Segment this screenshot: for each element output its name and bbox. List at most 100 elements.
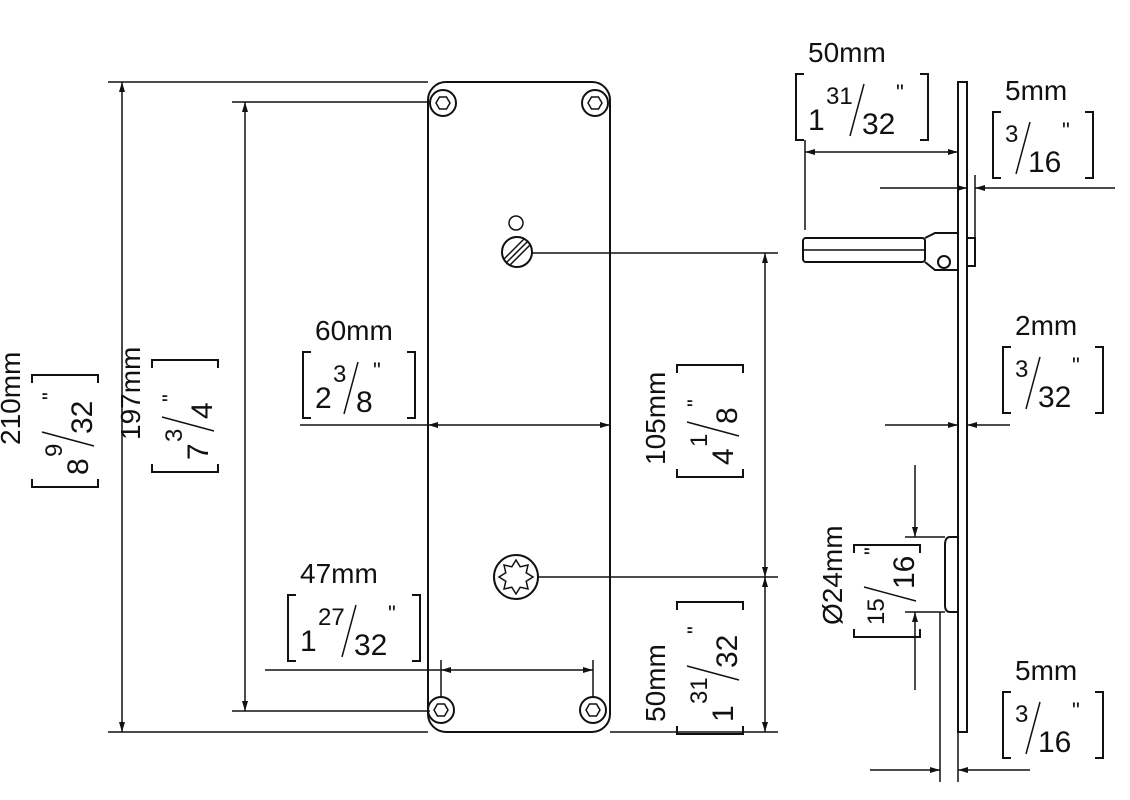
fraction-denominator: 8 (711, 407, 744, 424)
bracket-left (676, 469, 744, 478)
dimension-mm: 5mm (1015, 655, 1077, 686)
fraction-denominator: 32 (711, 635, 744, 668)
dimension-lines-front (108, 81, 778, 733)
bracket-right (853, 544, 921, 553)
fraction-slash (686, 421, 740, 437)
fraction-denominator: 32 (1038, 381, 1071, 414)
bracket-left (1002, 346, 1011, 414)
bracket-left (676, 726, 744, 735)
dimension-label-hole-spacing-h: 47mm 127 32" (287, 558, 421, 662)
bracket-left (151, 464, 219, 473)
dimension-label-width: 60mm 238" (302, 315, 416, 419)
bracket-left (31, 479, 99, 488)
fraction-denominator: 32 (354, 629, 387, 662)
dimension-label-center-distance: 105mm 41 8" (640, 364, 744, 478)
inch-mark: " (1072, 353, 1080, 378)
bracket-right (1085, 111, 1094, 179)
dimension-mm: 50mm (640, 644, 671, 722)
inch-mark: " (896, 80, 904, 105)
dimension-label-thickness-bottom: 5mm 3 16" (1002, 655, 1104, 759)
fraction-numerator: 27 (318, 604, 345, 631)
fraction-whole: 1 (300, 625, 317, 658)
dimension-mm: 2mm (1015, 310, 1077, 341)
fraction-denominator: 16 (1038, 726, 1071, 759)
screw-hole-icon (427, 696, 455, 724)
fraction-whole: 1 (808, 104, 825, 137)
dimension-mm: 5mm (1005, 75, 1067, 106)
bracket-right (676, 364, 744, 373)
inch-mark: " (388, 601, 396, 626)
screw-hole-icon (579, 696, 607, 724)
fraction-whole: 2 (315, 382, 332, 415)
bracket-right (920, 73, 929, 141)
fraction-numerator: 31 (686, 677, 713, 704)
dimension-label-bottom-offset: 50mm 131 32" (640, 601, 744, 735)
dimension-label-rosette-diameter: Ø24mm 15 16" (817, 525, 921, 638)
fraction-denominator: 16 (888, 556, 921, 589)
bracket-right (407, 351, 416, 419)
dimension-mm: 50mm (808, 37, 886, 68)
fraction-slash (863, 586, 917, 602)
dimension-mm: 60mm (315, 315, 393, 346)
dimension-lines-side (804, 140, 1115, 782)
bracket-left (287, 594, 296, 662)
inch-mark: " (860, 547, 885, 555)
fraction-whole: 4 (707, 448, 740, 465)
slotted-screw-icon (501, 236, 533, 268)
fraction-denominator: 8 (356, 386, 373, 419)
fraction-slash (161, 416, 215, 432)
fraction-slash (1025, 701, 1041, 755)
inch-mark: " (373, 358, 381, 383)
fraction-numerator: 15 (863, 598, 890, 625)
fraction-numerator: 3 (1015, 701, 1028, 728)
bracket-left (853, 629, 921, 638)
fraction-whole: 1 (707, 705, 740, 722)
inch-mark: " (158, 394, 183, 402)
fraction-denominator: 32 (66, 401, 99, 434)
bracket-left (795, 73, 804, 141)
dimension-mm: 210mm (0, 352, 26, 445)
fraction-whole: 7 (182, 443, 215, 460)
dimension-mm: 105mm (640, 372, 671, 465)
fraction-numerator: 31 (826, 83, 853, 110)
bracket-right (31, 374, 99, 383)
bracket-right (1095, 346, 1104, 414)
spindle-icon (802, 232, 976, 271)
bracket-left (1002, 691, 1011, 759)
screw-hole-icon (581, 89, 609, 117)
fraction-denominator: 16 (1028, 146, 1061, 179)
dimension-labels: 210mm8932"197mm734"60mm238"47mm12732"105… (0, 37, 1104, 759)
fraction-denominator: 4 (186, 402, 219, 419)
bracket-right (676, 601, 744, 610)
fraction-numerator: 3 (161, 429, 188, 442)
fraction-slash (686, 665, 740, 681)
fraction-numerator: 3 (1005, 121, 1018, 148)
fraction-slash (1015, 121, 1031, 175)
inch-mark: " (683, 399, 708, 407)
inch-mark: " (683, 626, 708, 634)
fraction-numerator: 1 (686, 434, 713, 447)
bracket-left (302, 351, 311, 419)
rosette-star-icon (493, 554, 539, 600)
rosette-profile (944, 536, 958, 613)
front-plate (427, 81, 611, 733)
fraction-slash (1025, 356, 1041, 410)
inch-mark: " (1062, 118, 1070, 143)
fraction-slash (849, 83, 865, 137)
dimension-label-hole-spacing-v: 197mm 73 4" (115, 347, 219, 473)
indicator-hole-icon (508, 215, 524, 231)
fraction-slash (41, 431, 95, 447)
bracket-left (992, 111, 1001, 179)
fraction-numerator: 3 (333, 361, 346, 388)
dimension-mm: 47mm (300, 558, 378, 589)
dimension-mm: 197mm (115, 347, 146, 440)
fraction-numerator: 9 (41, 444, 68, 457)
inch-mark: " (1072, 698, 1080, 723)
fraction-slash (343, 361, 359, 415)
dimension-label-thickness-top: 5mm 3 16" (992, 75, 1094, 179)
side-view (802, 81, 976, 733)
dimension-mm: Ø24mm (817, 525, 848, 625)
